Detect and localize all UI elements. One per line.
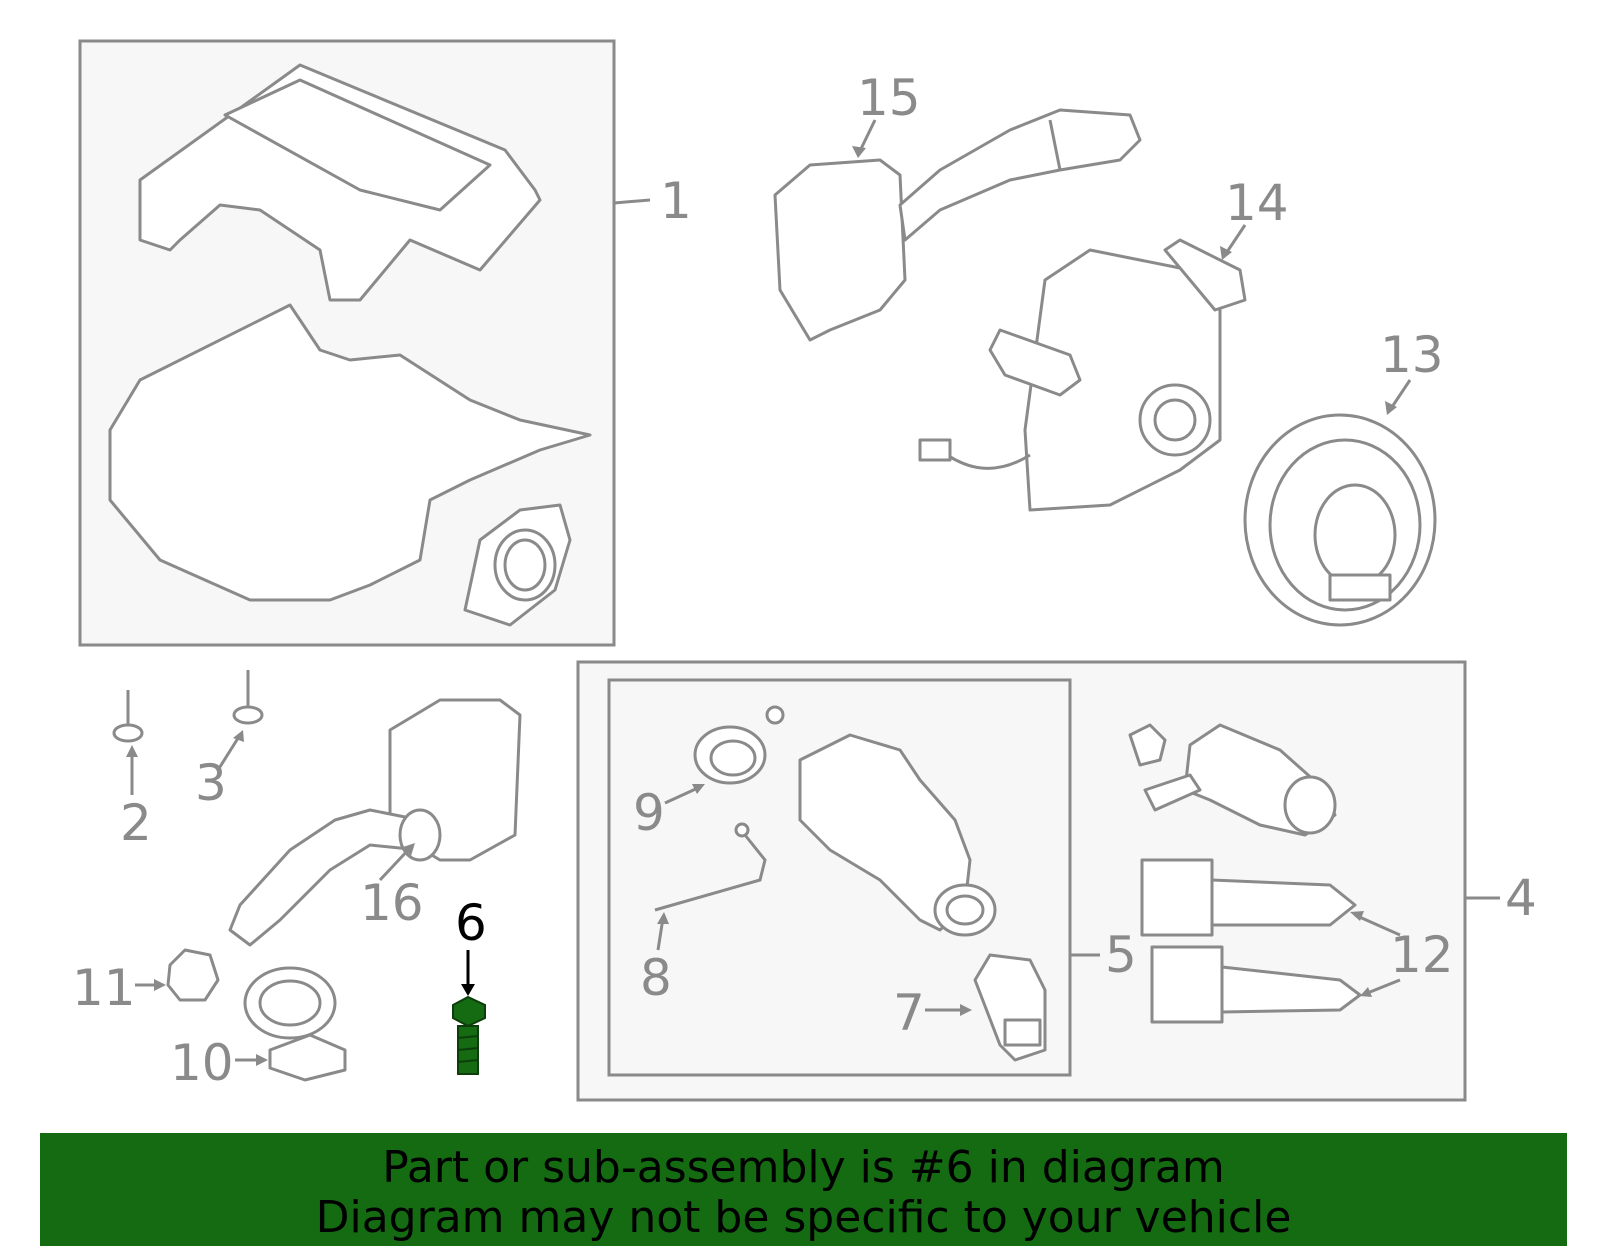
callout-13: 13 [1380, 326, 1444, 384]
part-10-bracket [243, 966, 347, 1082]
part-15-switch [773, 108, 1142, 342]
callout-10: 10 [170, 1034, 234, 1092]
part-6-bolt [452, 995, 486, 1075]
parts-diagram: 1 15 14 13 2 3 [72, 39, 1537, 1102]
callout-5: 5 [1105, 926, 1137, 984]
part-5-lock-body [798, 733, 997, 937]
callout-11: 11 [72, 959, 136, 1017]
info-banner: Part or sub-assembly is #6 in diagram Di… [40, 1133, 1567, 1246]
callout-7: 7 [893, 984, 925, 1042]
part-2-screw [112, 690, 144, 743]
callout-15: 15 [857, 69, 921, 127]
callout-8: 8 [640, 949, 672, 1007]
callout-2: 2 [120, 794, 152, 852]
part-7-connector [973, 953, 1047, 1062]
callout-3: 3 [195, 754, 227, 812]
part-12-keys [1140, 858, 1362, 1024]
callout-14: 14 [1225, 174, 1289, 232]
callout-12: 12 [1390, 926, 1454, 984]
callout-6: 6 [455, 894, 487, 952]
part-8-rod [654, 822, 767, 912]
part-14-lock-housing [918, 238, 1247, 512]
part-11-ring [166, 948, 220, 1002]
banner-line-1: Part or sub-assembly is #6 in diagram [382, 1142, 1225, 1193]
part-1-shroud [108, 63, 592, 627]
callout-9: 9 [633, 784, 665, 842]
part-4-lock-cylinder [1128, 723, 1337, 837]
part-9-ring [693, 705, 785, 785]
callout-16: 16 [360, 874, 424, 932]
callout-4: 4 [1505, 869, 1537, 927]
banner-line-2: Diagram may not be specific to your vehi… [315, 1192, 1292, 1243]
part-3-screw [232, 670, 264, 725]
part-13-clockspring [1243, 413, 1437, 627]
callout-1: 1 [660, 172, 692, 230]
